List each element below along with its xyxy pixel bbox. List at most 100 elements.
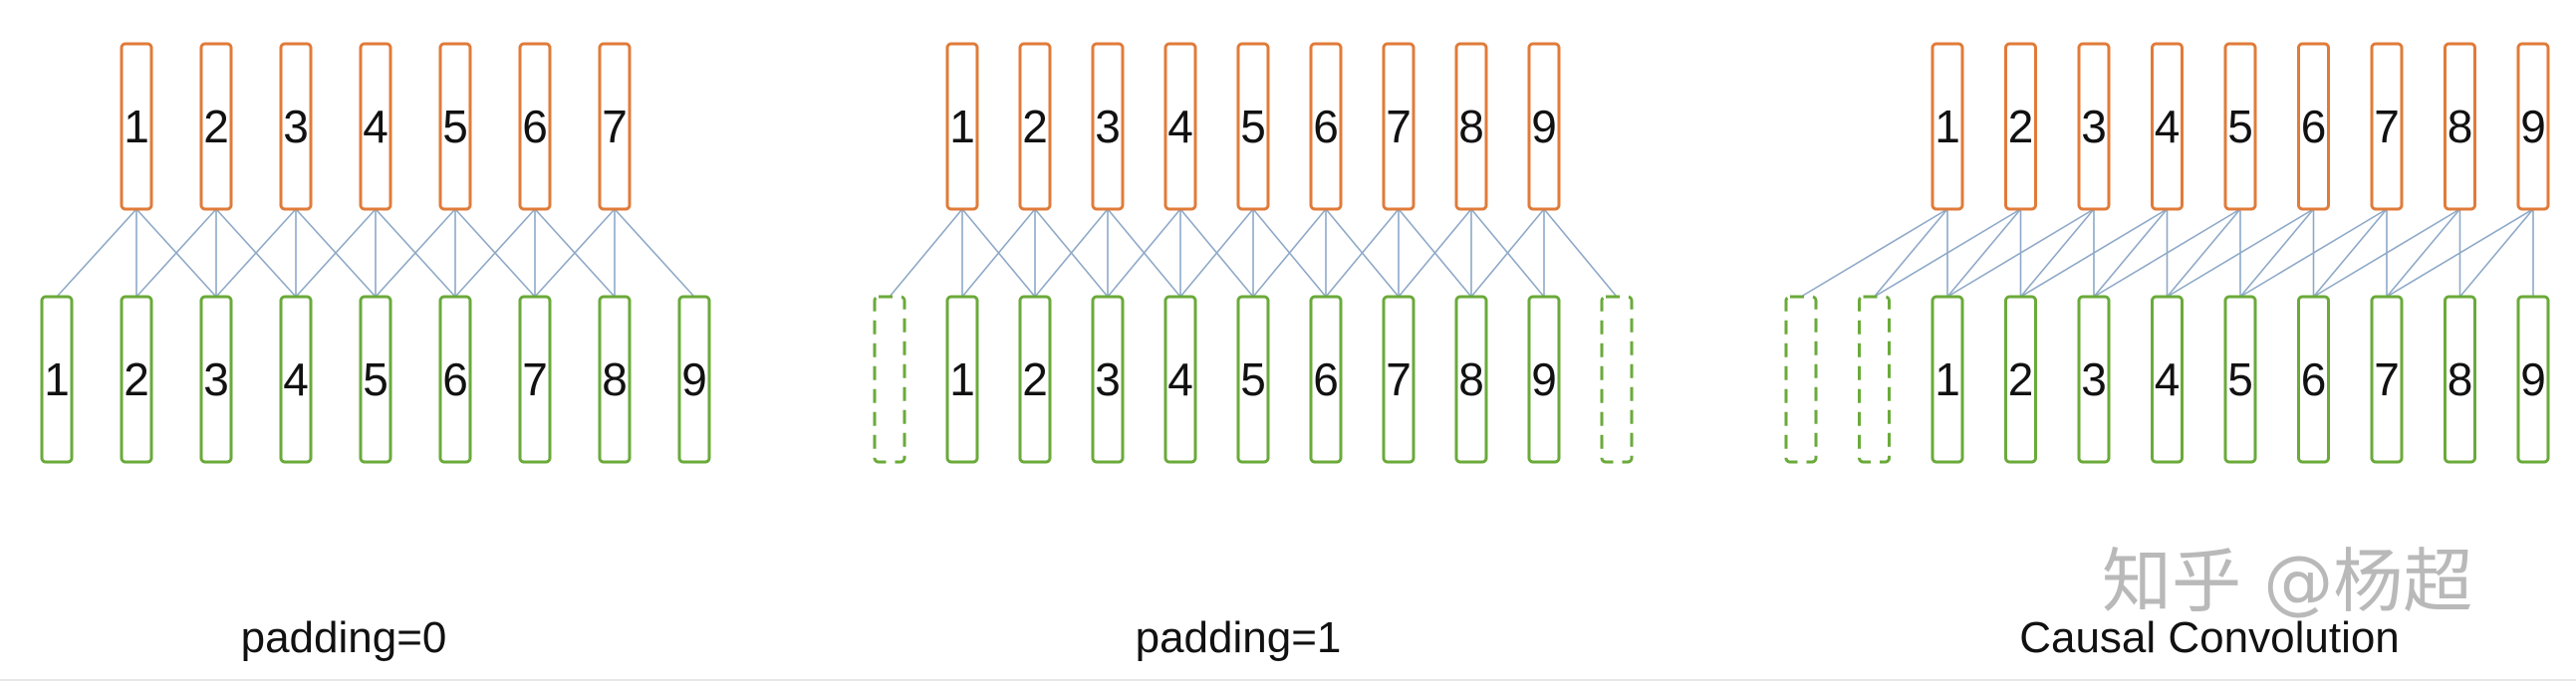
connection-line [2093,208,2169,298]
caption-padding-0: padding=0 [241,613,447,662]
output-node-box [518,42,552,211]
output-node-label: 7 [602,101,628,152]
connection-line [2458,208,2534,298]
input-node-label: 5 [2227,353,2253,405]
connection-line [2313,208,2460,298]
input-node-label: 3 [203,353,229,405]
input-node-label: 8 [2447,353,2473,405]
output-node-label: 3 [2081,101,2107,152]
input-node-label: 5 [363,353,388,405]
output-node-label: 7 [1386,101,1412,152]
output-node-box [279,42,313,211]
connection-line [1946,208,2095,298]
input-node-box [518,295,552,464]
output-node-label: 3 [1095,101,1121,152]
input-node-box [359,295,392,464]
input-node-label: 6 [442,353,468,405]
connection-line [215,208,297,298]
input-node-label: 1 [1934,353,1960,405]
connection-line [375,208,456,298]
connection-line [2239,208,2315,298]
connection-line [295,208,377,298]
output-node-label: 2 [203,101,229,152]
output-node-box [1163,42,1197,211]
input-node-label: 6 [1313,353,1339,405]
input-node-box [2077,295,2111,464]
connection-line [1252,208,1327,298]
output-node-box [1091,42,1125,211]
connection-line [2386,208,2534,298]
input-node-box [1236,295,1270,464]
input-node-box [40,295,74,464]
connection-line [1873,208,1948,298]
output-node-box [2151,42,2184,211]
output-node-label: 5 [442,101,468,152]
output-node-label: 1 [949,101,975,152]
output-node-box [1018,42,1052,211]
connection-line [1470,208,1545,298]
output-node-box [2004,42,2037,211]
input-node-label: 9 [2520,353,2546,405]
bottom-divider [0,679,2576,681]
output-node-label: 2 [2008,101,2034,152]
input-node-box [2151,295,2184,464]
connection-line [2167,208,2314,298]
input-node-label: 2 [2008,353,2034,405]
output-node-label: 4 [1167,101,1193,152]
input-node-label: 4 [1167,353,1193,405]
connection-line [1107,208,1181,298]
input-node-label: 8 [602,353,628,405]
input-node-box [2004,295,2037,464]
output-node-label: 5 [2227,101,2253,152]
output-node-box [1382,42,1416,211]
output-node-box [2077,42,2111,211]
input-node-box [1454,295,1488,464]
output-node-box [945,42,979,211]
input-node-label: 9 [681,353,707,405]
output-node-box [2516,42,2550,211]
connection-line [2166,208,2241,298]
output-node-label: 5 [1240,101,1266,152]
output-node-box [2223,42,2257,211]
connection-line [1325,208,1400,298]
input-node-box [677,295,711,464]
output-node-box [598,42,632,211]
input-node-box [279,295,313,464]
connection-line [1543,208,1618,298]
output-node-box [1931,42,1964,211]
input-node-label: 7 [2374,353,2400,405]
input-node-box [1382,295,1416,464]
output-node-label: 6 [1313,101,1339,152]
output-node-label: 8 [1458,101,1484,152]
output-node-box [2370,42,2404,211]
output-node-label: 9 [2520,101,2546,152]
connection-line [1946,208,2022,298]
connection-line [2239,208,2388,298]
output-node-label: 7 [2374,101,2400,152]
output-node-box [120,42,153,211]
output-node-label: 4 [2155,101,2181,152]
connection-line [1179,208,1254,298]
input-node-box [2444,295,2476,464]
input-node-label: 7 [1386,353,1412,405]
connection-line [2312,208,2388,298]
connection-line [534,208,616,298]
connection-line [2386,208,2461,298]
input-node-box [199,295,233,464]
output-node-box [1236,42,1270,211]
watermark-text: 知乎 @杨超 [2102,541,2472,622]
input-node-box [945,295,979,464]
input-node-box [1018,295,1052,464]
output-node-label: 9 [1531,101,1557,152]
input-node-box [2223,295,2257,464]
input-node-label: 7 [522,353,548,405]
connection-line [56,208,137,298]
input-node-box [120,295,153,464]
input-node-box [598,295,632,464]
input-node-label: 6 [2301,353,2327,405]
input-node-box [438,295,472,464]
input-node-box [1527,295,1561,464]
input-node-label: 5 [1240,353,1266,405]
